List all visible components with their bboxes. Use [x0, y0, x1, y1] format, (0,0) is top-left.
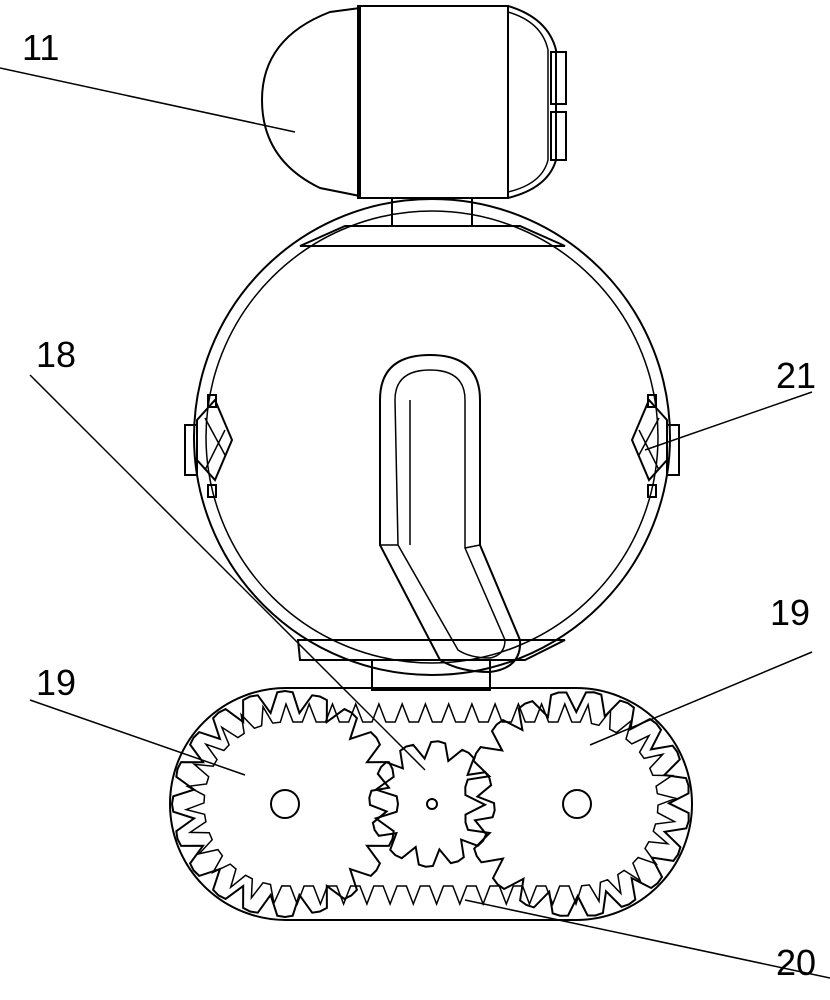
body-shell	[194, 199, 670, 690]
head-dome-left	[262, 8, 360, 196]
label-21: 21	[776, 355, 816, 396]
head-body	[358, 6, 508, 198]
head-dome-right	[508, 6, 556, 198]
leader-lines	[0, 68, 830, 978]
gear-left	[172, 691, 398, 917]
pivot-left	[185, 395, 232, 497]
head-tab-upper	[551, 52, 566, 104]
head-tab-lower	[551, 112, 566, 160]
body-inner-circle	[206, 211, 658, 663]
label-11: 11	[22, 27, 59, 68]
track-inner-teeth	[186, 704, 676, 904]
gear-left-hub	[271, 790, 299, 818]
pinion-hub	[427, 799, 437, 809]
gear-right	[465, 692, 688, 915]
label-19-right: 19	[770, 592, 810, 633]
label-18: 18	[36, 334, 76, 375]
label-20: 20	[776, 942, 816, 983]
head-assembly	[262, 6, 566, 226]
label-19-left: 19	[36, 662, 76, 703]
track-assembly	[170, 688, 692, 920]
gear-right-hub	[563, 790, 591, 818]
curved-slot	[380, 355, 520, 672]
